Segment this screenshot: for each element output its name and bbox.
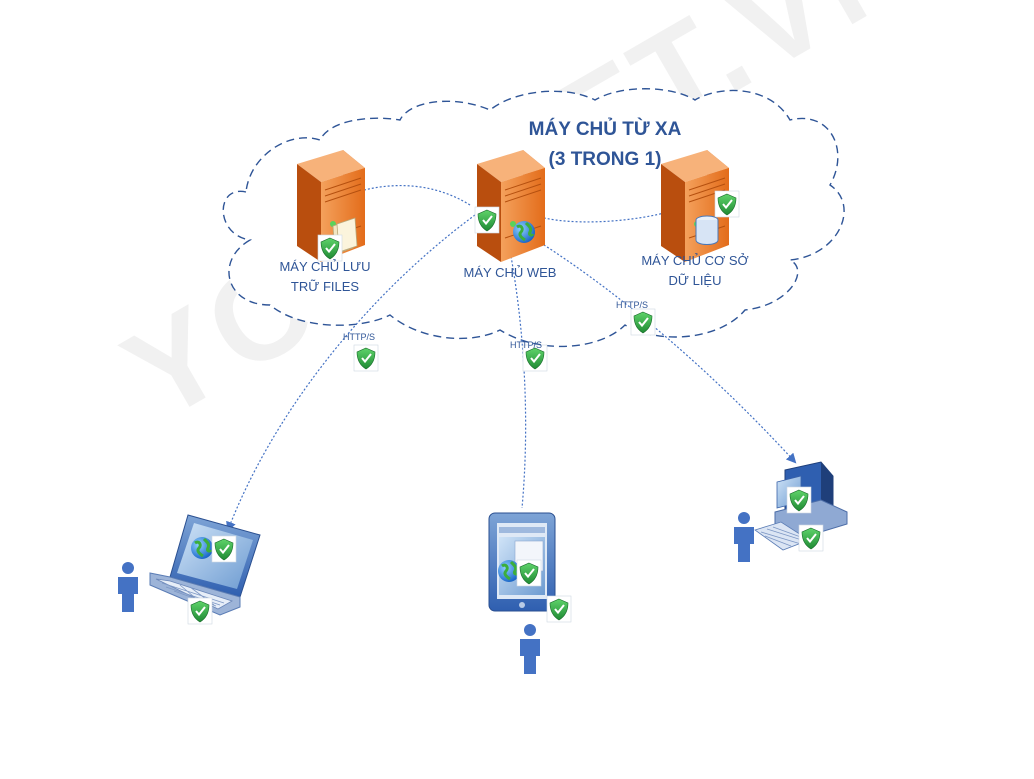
title-line-1: MÁY CHỦ TỪ XA — [528, 119, 682, 140]
tablet-device — [488, 512, 572, 623]
user-icon-desktop — [734, 512, 754, 562]
shield-icon-desktop-top — [786, 486, 812, 514]
shield-icon-web — [474, 206, 500, 234]
files-server-label: MÁY CHỦ LƯU TRỮ FILES — [279, 259, 371, 294]
user-icon-tablet — [520, 624, 540, 674]
globe-icon-laptop — [189, 535, 215, 561]
protocol-label-laptop: HTTP/S — [343, 332, 376, 342]
shield-icon-desktop-base — [798, 524, 824, 552]
protocol-label-desktop: HTTP/S — [616, 300, 649, 310]
desktop-device — [754, 461, 848, 552]
database-server-label: MÁY CHỦ CƠ SỞ DỮ LIỆU — [641, 253, 749, 288]
shield-icon-laptop-base — [187, 597, 213, 625]
shield-icon-database — [714, 190, 740, 218]
database-icon — [695, 215, 719, 245]
shield-icon-tablet-screen — [516, 559, 542, 587]
shield-icon-link-laptop — [353, 344, 379, 372]
protocol-label-tablet: HTTP/S — [510, 340, 543, 350]
shield-icon-laptop-screen — [211, 535, 237, 563]
globe-icon-web — [511, 219, 537, 245]
database-server — [660, 149, 740, 263]
link-web-to-database — [514, 203, 692, 223]
file-server — [296, 149, 366, 263]
link-web-to-files — [333, 184, 471, 206]
shield-icon-tablet-corner — [546, 595, 572, 623]
laptop-device — [149, 514, 261, 625]
shield-icon-link-desktop — [630, 308, 656, 336]
diagram-title: MÁY CHỦ TỪ XA (3 TRONG 1) — [480, 115, 730, 175]
title-line-2: (3 TRONG 1) — [548, 149, 662, 170]
link-web-laptop — [226, 214, 476, 532]
user-icon-laptop — [118, 562, 138, 612]
web-server-label: MÁY CHỦ WEB — [463, 265, 557, 280]
